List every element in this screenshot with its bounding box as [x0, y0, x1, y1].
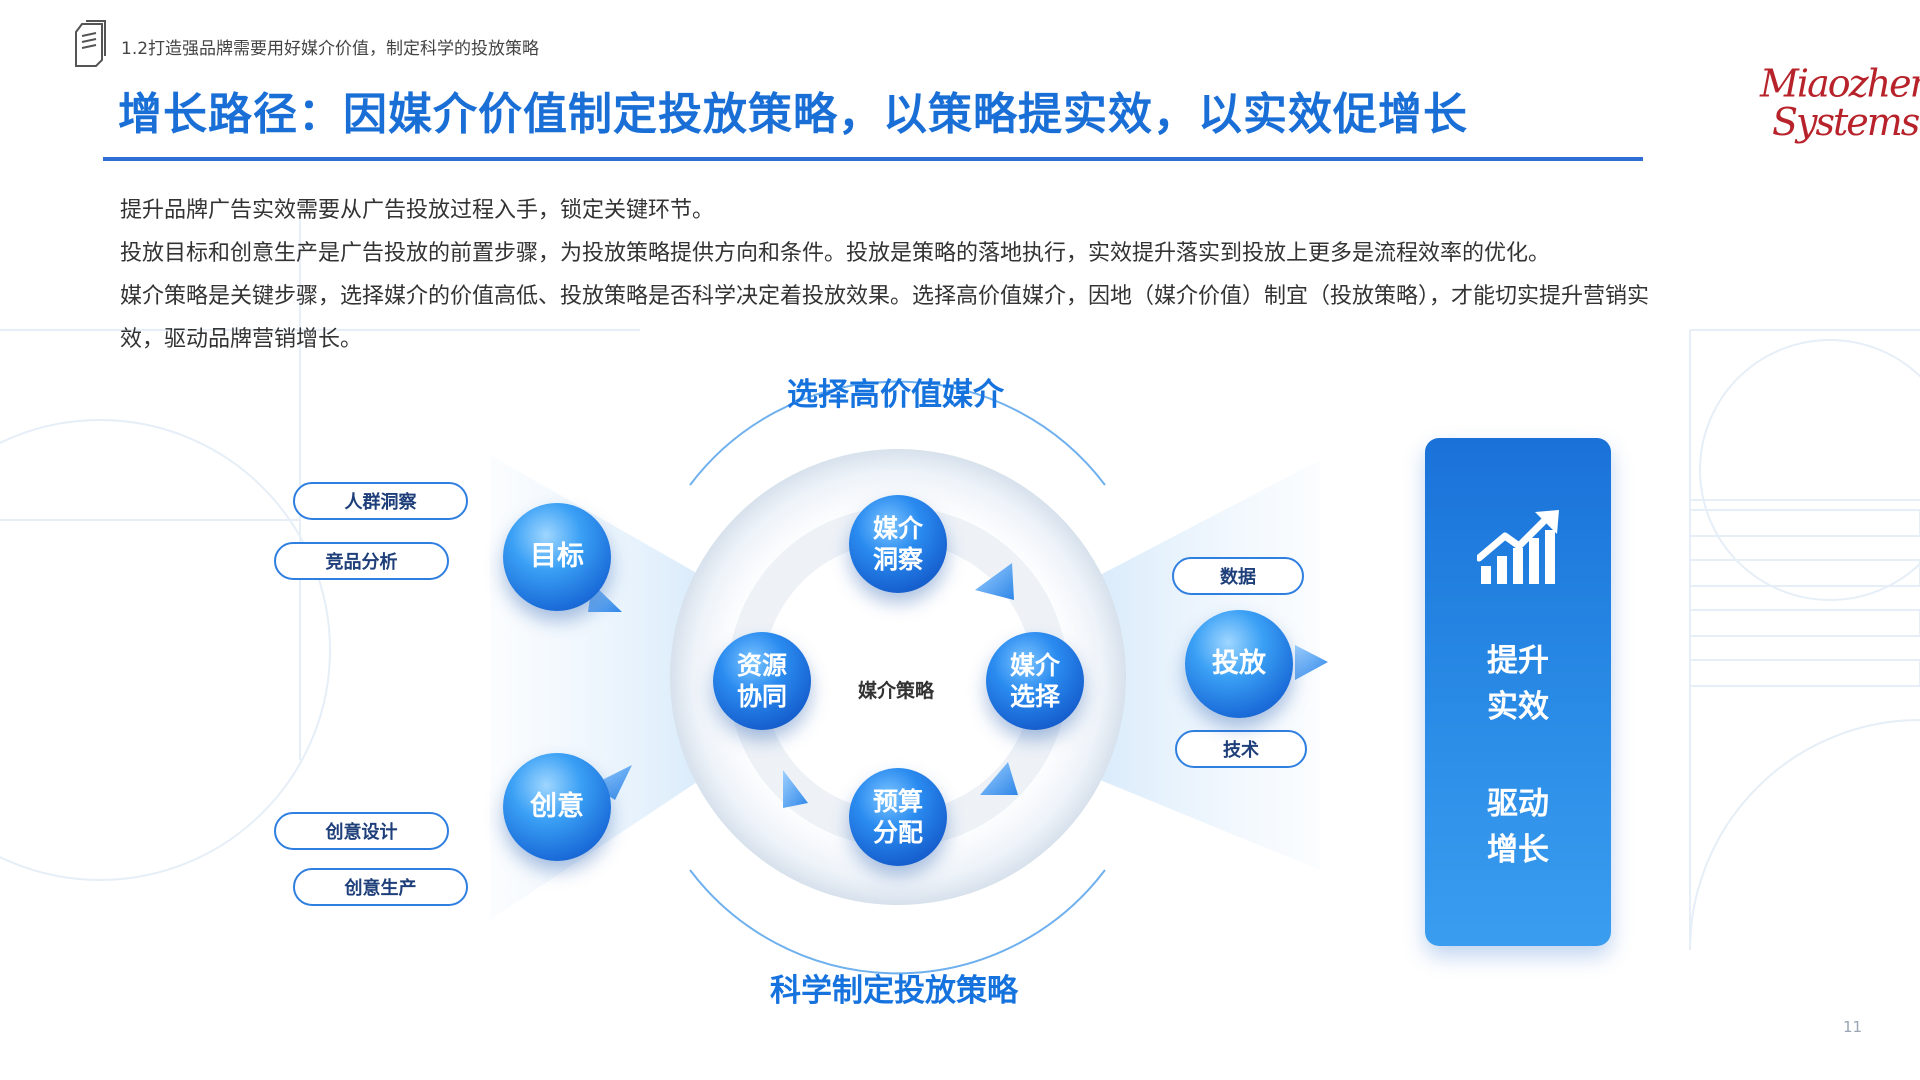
growth-chart-icon	[1477, 510, 1559, 584]
tag-competitor-analysis: 竞品分析	[274, 542, 449, 580]
resource-synergy-line2: 协同	[736, 682, 787, 711]
tag-audience-insight: 人群洞察	[293, 482, 468, 520]
goal-label: 目标	[530, 541, 584, 573]
document-icon	[75, 20, 106, 67]
delivery-sphere: 投放	[1185, 610, 1293, 718]
result-line-1a: 提升	[1487, 643, 1549, 679]
media-insight-line1: 媒介	[872, 513, 923, 543]
tag-creative-production: 创意生产	[293, 868, 468, 906]
creative-label: 创意	[530, 791, 584, 823]
bottom-arc	[689, 869, 1106, 975]
budget-allocation-sphere: 预算分配	[849, 768, 947, 866]
delivery-pointer	[1295, 645, 1328, 680]
budget-allocation-line2: 分配	[872, 818, 923, 847]
strategy-inner-disk	[763, 542, 1033, 812]
result-line-2a: 驱动	[1487, 786, 1549, 822]
tag-data: 数据	[1172, 557, 1304, 595]
result-line-1b: 实效	[1487, 689, 1549, 725]
cycle-arrow-bottom-right	[980, 762, 1018, 795]
cycle-arrow-top-right	[975, 563, 1014, 600]
result-panel: 提升 实效 驱动 增长	[1425, 438, 1611, 946]
logo-line2: Systems	[1772, 99, 1920, 144]
goal-sphere: 目标	[503, 503, 611, 611]
intro-line-2: 投放目标和创意生产是广告投放的前置步骤，为投放策略提供方向和条件。投放是策略的落…	[120, 241, 1551, 266]
tag-technology: 技术	[1175, 730, 1307, 768]
resource-synergy-sphere: 资源协同	[713, 632, 811, 730]
media-selection-sphere: 媒介选择	[986, 632, 1084, 730]
tag-creative-design: 创意设计	[274, 812, 449, 850]
cycle-arrow-bottom-left	[783, 770, 808, 808]
top-arc	[689, 380, 1106, 486]
intro-line-4: 效，驱动品牌营销增长。	[120, 327, 363, 352]
logo-line1: Miaozhen	[1760, 61, 1920, 106]
creative-sphere: 创意	[503, 753, 611, 861]
page-number: 11	[1843, 1018, 1863, 1036]
media-insight-line2: 洞察	[872, 545, 923, 574]
delivery-label: 投放	[1212, 648, 1266, 680]
result-line-2b: 增长	[1487, 832, 1549, 868]
breadcrumb: 1.2打造强品牌需要用好媒介价值，制定科学的投放策略	[121, 39, 540, 59]
media-selection-line1: 媒介	[1009, 650, 1060, 680]
page-title: 增长路径：因媒介价值制定投放策略，以策略提实效，以实效促增长	[118, 89, 1468, 140]
bottom-arc-label: 科学制定投放策略	[770, 973, 1018, 1009]
top-arc-label: 选择高价值媒介	[787, 377, 1004, 413]
intro-line-3: 媒介策略是关键步骤，选择媒介的价值高低、投放策略是否科学决定着投放效果。选择高价…	[120, 284, 1650, 309]
budget-allocation-line1: 预算	[872, 786, 923, 816]
resource-synergy-line1: 资源	[736, 650, 787, 680]
media-insight-sphere: 媒介洞察	[849, 495, 947, 593]
intro-line-1: 提升品牌广告实效需要从广告投放过程入手，锁定关键环节。	[120, 198, 715, 223]
media-selection-line2: 选择	[1009, 682, 1060, 711]
miaozhen-logo: Miaozhen® Systems	[1760, 62, 1920, 142]
title-underline	[103, 157, 1643, 161]
center-label: 媒介策略	[858, 680, 935, 702]
result-text-1: 提升 实效	[1425, 638, 1611, 730]
result-text-2: 驱动 增长	[1425, 781, 1611, 873]
